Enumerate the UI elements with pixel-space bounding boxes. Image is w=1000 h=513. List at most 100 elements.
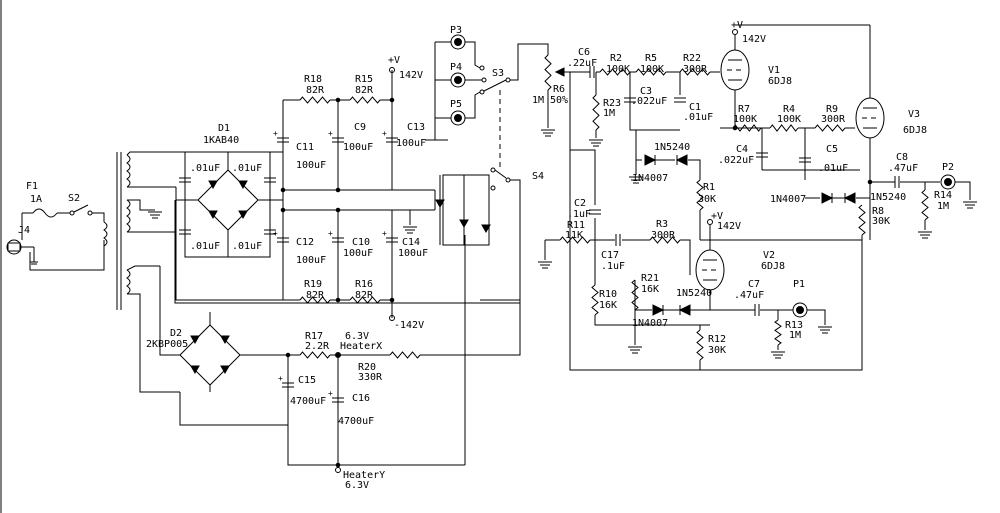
c11-value: 100uF [296,160,326,171]
c5-label: C5 [826,144,838,155]
zener-1n5240-v3 [843,192,856,204]
r22-label: R22 [683,53,701,64]
resistor-r13 [774,319,782,346]
d1-value: 1KAB40 [203,135,239,146]
cap-c3 [624,97,636,103]
cap-c7 [754,304,760,316]
r17-value: 2.2R [305,341,330,352]
led-1 [435,199,445,209]
wire [688,159,701,180]
c14-value: 100uF [398,248,428,259]
jack-p5 [450,110,466,126]
junction-dot [335,297,341,303]
wire [126,265,160,271]
resistor-r21 [631,279,639,311]
ground-r6 [541,129,555,137]
junction-dot [335,187,341,193]
resistor-r20 [389,351,421,359]
r16-value: 82R [355,290,374,301]
p5-label: P5 [450,99,462,110]
junction-dot [335,352,341,358]
c12-label: C12 [296,237,314,248]
ground-r14 [918,231,932,239]
diode-1n4007-v3 [821,192,834,204]
cap-d1-tl [179,177,191,183]
c13-label: C13 [407,122,425,133]
c6-label: C6 [578,47,590,58]
c11-label: C11 [296,142,314,153]
components: ++++++++ [32,29,977,473]
r19-label: R19 [304,279,322,290]
r23-value: 1M [603,108,615,119]
resistor-r1 [696,179,704,211]
ground-r23 [589,139,603,147]
r6-wiper-position: 50% [550,95,568,106]
r10-label: R10 [599,289,617,300]
wire [174,200,520,304]
r18-value: 82R [306,85,325,96]
c12-value: 100uF [296,255,326,266]
wire [127,199,155,211]
v1-supply-terminal [732,29,738,35]
svg-text:+: + [328,389,333,398]
svg-text:+: + [278,374,283,383]
zener-v3-label: 1N5240 [870,192,906,203]
junction-dot [335,97,341,103]
r5-label: R5 [645,53,657,64]
v1-plus-label: +V [731,20,743,31]
mains-transformer [116,152,122,310]
svg-text:+: + [328,129,333,138]
resistor-r22 [679,68,711,76]
v1-label: V1 [768,65,780,76]
transformer-secondary-3 [126,269,131,295]
ground-r13 [771,351,785,359]
wire [179,392,288,426]
v2-label: V2 [763,250,775,261]
svg-text:+: + [382,229,387,238]
hv-plus-label: +V [388,55,400,66]
tube-v3 [855,97,885,139]
wire [569,150,863,371]
zener-relay-2 [481,224,491,234]
svg-text:+: + [382,129,387,138]
wire [594,315,710,326]
r2-value: 100K [606,64,630,75]
junction-dot [389,97,395,103]
r16-label: R16 [355,279,373,290]
zener-2-label: 1N5240 [676,288,712,299]
cap-c16: + [328,389,344,403]
wire [126,151,283,156]
c10-value: 100uF [343,248,373,259]
d1-cap-tl-value: .01uF [190,163,220,174]
c8-label: C8 [896,152,908,163]
diode-v3-label: 1N4007 [770,194,806,205]
v3-label: V3 [908,109,920,120]
zener-1n5240-1 [675,154,688,166]
wire [569,72,596,205]
v1-supply-value: 142V [742,34,766,45]
r23-label: R23 [603,98,621,109]
f1-value: 1A [30,194,42,205]
r1-value: 30K [698,194,716,205]
wire [92,212,105,222]
c15-value: 4700uF [290,396,326,407]
v1-type: 6DJ8 [768,76,792,87]
relay-s4-box [442,174,490,246]
zener-1-label: 1N5240 [654,142,690,153]
wire [287,355,465,466]
heaterx-voltage: 6.3V [345,331,369,342]
d1-cap-bl-value: .01uF [190,241,220,252]
bridge-rectifier-d1 [197,169,259,231]
tube-v1 [720,49,750,91]
r8-label: R8 [872,206,884,217]
zener-relay [459,219,469,229]
resistor-r19 [299,296,331,304]
r7-label: R7 [738,104,750,115]
wire [510,179,521,300]
r15-value: 82R [355,85,374,96]
cap-d1-tr [264,177,276,183]
jack-p1 [792,302,808,318]
zener-1n5240-2 [678,304,691,316]
c13-value: 100uF [396,138,426,149]
